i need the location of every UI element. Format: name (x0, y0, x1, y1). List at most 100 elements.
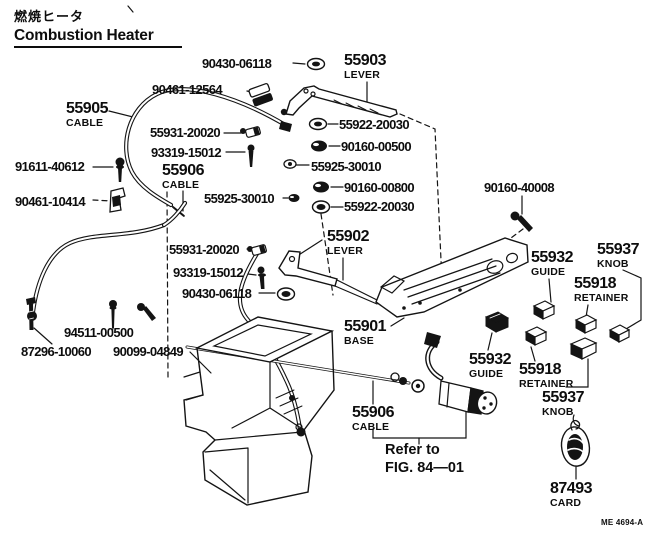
part-number: 55932 (469, 351, 512, 368)
part-number: 94511-00500 (64, 325, 134, 340)
part-number: 55931-20020 (150, 125, 221, 140)
label-90160-00500: 90160-00500 (341, 139, 412, 154)
part-number: 55925-30010 (311, 159, 382, 174)
part-number: 55906 (162, 162, 205, 179)
part-number: 91611-40612 (15, 159, 85, 174)
label-90430-06118-a: 90430-06118 (202, 57, 272, 70)
label-55931-20020-b: 55931-20020 (169, 243, 240, 256)
part-number: 55937 (542, 389, 585, 406)
part-number: 90160-00800 (344, 180, 415, 195)
label-55922-20030-a: 55922-20030 (339, 117, 410, 132)
label-87296-10060: 87296-10060 (21, 344, 92, 359)
part-number: 90160-40008 (484, 180, 555, 195)
label-90461-10414: 90461-10414 (15, 194, 86, 209)
part-number: 55905 (66, 100, 109, 117)
part-number: 55902 (327, 228, 370, 245)
label-90461-12564: 90461-12564 (152, 82, 223, 97)
part-name: CABLE (66, 117, 104, 129)
part-name: LEVER (327, 245, 364, 257)
doc-code: ME 4694-A (601, 518, 644, 527)
label-90160-00800: 90160-00800 (344, 180, 415, 195)
part-number: 55922-20030 (344, 199, 415, 214)
part-name: GUIDE (469, 368, 504, 380)
label-91611-40612: 91611-40612 (15, 159, 85, 174)
part-number: 55901 (344, 318, 387, 335)
washer-icon (311, 200, 331, 214)
washer-icon (308, 117, 328, 131)
cable-clamp-icon (240, 126, 261, 138)
nut-icon (311, 140, 327, 152)
part-number: 55925-30010 (204, 191, 275, 206)
part-number: 90160-00500 (341, 139, 412, 154)
screw-icon (247, 144, 255, 167)
part-name: LEVER (344, 69, 381, 81)
cable-clamp-icon (247, 244, 267, 256)
part-number: 90430-06118 (182, 286, 252, 301)
cable-end-fitting (279, 121, 292, 132)
refer-note-line2: FIG. 84—01 (385, 460, 464, 477)
bolt-icon (115, 157, 125, 182)
part-number: 90099-04849 (113, 344, 184, 359)
part-name: GUIDE (531, 266, 566, 278)
bushing-icon (283, 159, 297, 169)
part-name: BASE (344, 335, 374, 347)
part-number: 55922-20030 (339, 117, 410, 132)
bolt-icon (26, 297, 36, 330)
part-number: 55903 (344, 52, 387, 69)
cable-inner-wire-drawing (185, 345, 425, 393)
part-number: 90461-12564 (152, 82, 223, 97)
clamp-icon (109, 187, 126, 213)
part-number: 87493 (550, 480, 593, 497)
screw-icon (510, 211, 533, 232)
title-japanese: 燃焼ヒータ (14, 9, 85, 24)
grommet-icon (276, 287, 296, 301)
part-name: KNOB (542, 406, 574, 418)
label-90160-40008: 90160-40008 (484, 180, 555, 195)
label-93319-15012-a: 93319-15012 (151, 145, 222, 160)
label-55931-20020-a: 55931-20020 (150, 125, 221, 140)
screw-icon (257, 266, 266, 289)
part-name: KNOB (597, 258, 629, 270)
label-94511-00500: 94511-00500 (64, 325, 134, 340)
label-93319-15012-b: 93319-15012 (173, 266, 244, 279)
guide-block-drawing (484, 311, 510, 333)
nut-icon (313, 181, 329, 193)
part-number: 87296-10060 (21, 344, 92, 359)
base-plate-55901-drawing (375, 237, 529, 318)
page-title: Combustion Heater (14, 27, 182, 48)
part-number: 93319-15012 (151, 145, 222, 160)
refer-note: Refer to FIG. 84—01 (385, 441, 464, 477)
guide-block-drawing (532, 300, 556, 320)
part-number: 55918 (519, 361, 561, 378)
cable-55905-drawing (124, 87, 292, 208)
label-55925-30010-b: 55925-30010 (204, 191, 275, 206)
label-90099-04849: 90099-04849 (113, 344, 184, 359)
part-name: CARD (550, 497, 582, 509)
switch-assembly-drawing (424, 332, 498, 415)
retainer-block-drawing (574, 314, 598, 334)
knob-block-drawing (569, 337, 598, 360)
part-number: 55937 (597, 241, 640, 258)
washer-icon (306, 57, 326, 71)
part-number: 55906 (352, 404, 395, 421)
part-name: CABLE (352, 421, 390, 433)
part-name: RETAINER (519, 378, 574, 390)
part-number: 90461-10414 (15, 194, 86, 209)
label-55925-30010-a: 55925-30010 (311, 159, 382, 174)
part-number: 55932 (531, 249, 574, 266)
